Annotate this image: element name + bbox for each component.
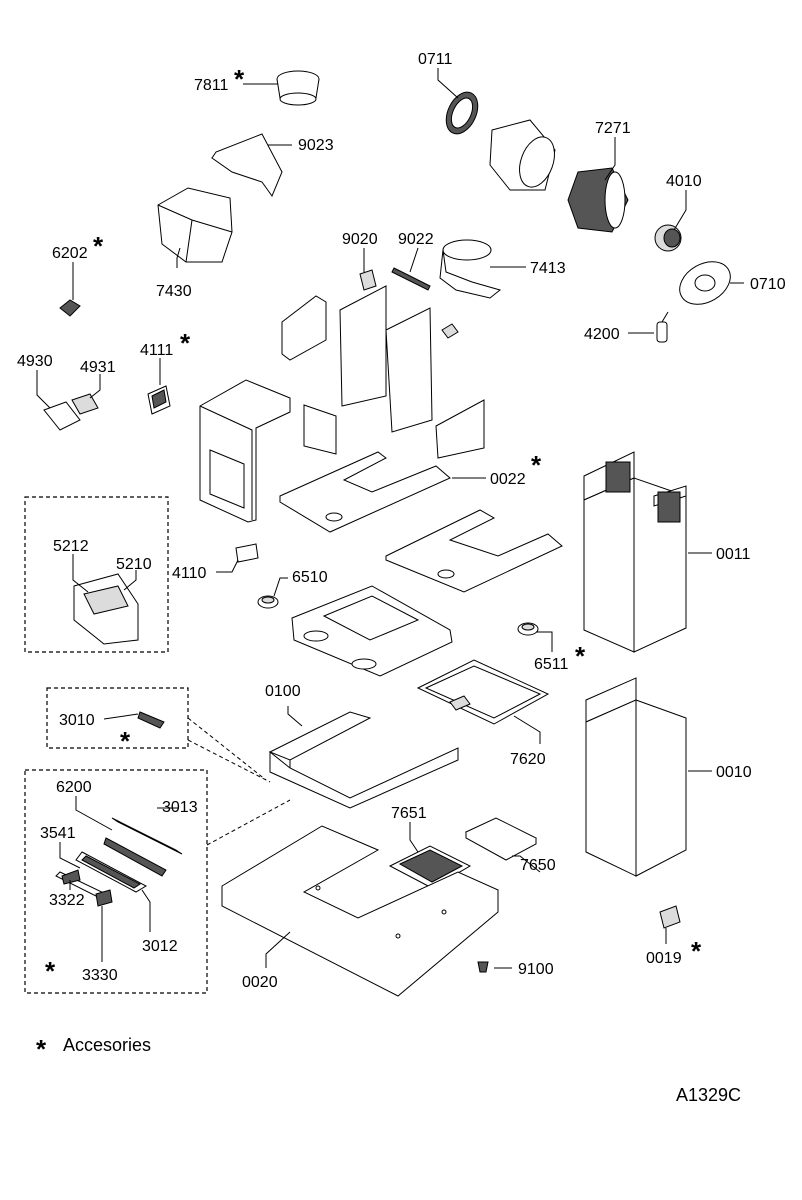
- part-6511-lamp: [517, 622, 539, 636]
- part-9100-screw: [477, 961, 489, 973]
- label-4200: 4200: [584, 326, 620, 343]
- asterisk-rail-set: *: [45, 956, 56, 986]
- label-5212: 5212: [53, 538, 89, 555]
- part-0011-chimney-upper: [583, 451, 687, 653]
- label-3013: 3013: [162, 799, 198, 816]
- part-6510-lamp: [257, 595, 279, 609]
- part-5212-5210-pcb: [73, 573, 139, 645]
- part-7650-carbon-filter: [464, 817, 538, 861]
- label-4110: 4110: [172, 565, 207, 582]
- label-4930: 4930: [17, 353, 53, 370]
- label-7430: 7430: [156, 283, 192, 300]
- dashed-pointer-upper: [187, 717, 267, 781]
- label-3010: 3010: [59, 712, 95, 729]
- part-support-frame: [199, 379, 291, 523]
- part-inner-frame: [281, 285, 485, 459]
- part-4110-button: [235, 543, 259, 563]
- label-7651: 7651: [391, 805, 427, 822]
- dashed-pointer-lower: [206, 799, 291, 846]
- legend-text: Accesories: [63, 1035, 151, 1055]
- part-4200-capacitor: [656, 311, 669, 343]
- part-motor-base: [291, 585, 453, 677]
- label-5210: 5210: [116, 556, 152, 573]
- label-9100: 9100: [518, 961, 554, 978]
- part-7413-outlet: [439, 239, 502, 299]
- asterisk-6202: *: [93, 231, 104, 261]
- part-7620-filter: [416, 659, 550, 725]
- part-fan-housing: [489, 119, 556, 191]
- part-3322-3330-clips: [61, 869, 113, 907]
- part-7271-blower: [567, 167, 629, 233]
- part-0100-frame: [268, 711, 459, 809]
- pcb-group-box: [24, 496, 169, 653]
- asterisk-0022: *: [531, 450, 542, 480]
- label-0710: 0710: [750, 276, 786, 293]
- leader-lines: [36, 68, 744, 969]
- label-9022: 9022: [398, 231, 434, 248]
- asterisk-3010: *: [120, 726, 131, 756]
- part-grease-rail-set: [55, 817, 183, 901]
- label-4931: 4931: [80, 359, 116, 376]
- label-6200: 6200: [56, 779, 92, 796]
- part-3010-accessory: [137, 711, 165, 729]
- label-0020: 0020: [242, 974, 278, 991]
- drawing-code: A1329C: [676, 1085, 741, 1105]
- part-7430-duct: [157, 187, 233, 263]
- part-6202-clip: [59, 299, 81, 317]
- label-7413: 7413: [530, 260, 566, 277]
- label-3330: 3330: [82, 967, 118, 984]
- label-0019: 0019: [646, 950, 682, 967]
- label-6511: 6511: [534, 656, 569, 673]
- part-0711-grille: [445, 91, 479, 135]
- label-6202: 6202: [52, 245, 88, 262]
- label-0011: 0011: [716, 546, 751, 563]
- part-0022-plates: [279, 451, 563, 593]
- label-6510: 6510: [292, 569, 328, 586]
- part-9022-rod: [391, 267, 431, 291]
- label-3012: 3012: [142, 938, 178, 955]
- part-0020-glass-plate: [221, 825, 499, 997]
- asterisk-0019: *: [691, 936, 702, 966]
- part-4930-4931: [43, 393, 99, 431]
- dashed-pointer-mid: [187, 739, 271, 783]
- part-0710-plate: [679, 261, 731, 305]
- legend-asterisk: *: [36, 1034, 47, 1064]
- label-0010: 0010: [716, 764, 752, 781]
- label-0100: 0100: [265, 683, 301, 700]
- part-0010-chimney-lower: [585, 677, 687, 877]
- label-9023: 9023: [298, 137, 334, 154]
- part-7811-ring: [276, 70, 320, 106]
- accessory-rail-box: [24, 769, 208, 994]
- label-9020: 9020: [342, 231, 378, 248]
- label-7620: 7620: [510, 751, 546, 768]
- label-7811: 7811: [194, 77, 229, 94]
- label-0022: 0022: [490, 471, 526, 488]
- label-4111: 4111: [140, 342, 173, 359]
- label-7650: 7650: [520, 857, 556, 874]
- label-0711: 0711: [418, 51, 453, 68]
- label-3541: 3541: [40, 825, 76, 842]
- asterisk-4111: *: [180, 328, 191, 358]
- part-9020-block: [359, 269, 377, 291]
- part-4010-motor: [654, 224, 682, 252]
- part-0019-plate: [659, 905, 681, 929]
- part-9023-bracket: [210, 133, 283, 198]
- label-3322: 3322: [49, 892, 85, 909]
- label-7271: 7271: [595, 120, 631, 137]
- asterisk-7811: *: [234, 64, 245, 94]
- label-4010: 4010: [666, 173, 702, 190]
- part-4111-switch: [147, 385, 171, 415]
- asterisk-6511: *: [575, 641, 586, 671]
